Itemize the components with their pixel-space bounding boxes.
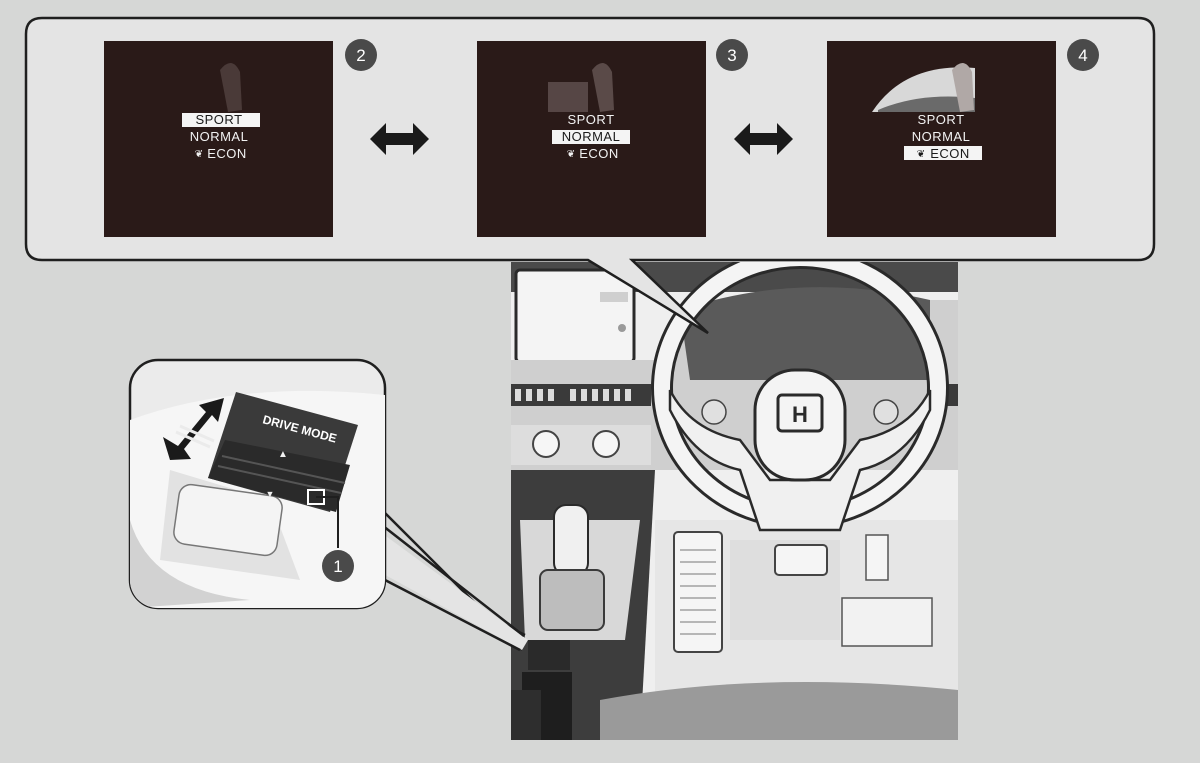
- selected-mode-highlight: [182, 113, 260, 127]
- mode-label-econ: ECON: [579, 146, 619, 161]
- mode-label-econ: ECON: [930, 146, 970, 161]
- mode-label-sport: SPORT: [195, 112, 242, 127]
- mode-screen-sport: SPORT NORMAL ECON ❦: [104, 41, 333, 237]
- up-triangle-icon: ▲: [278, 449, 288, 460]
- mode-screen-econ: SPORT NORMAL ECON ❦: [827, 41, 1056, 237]
- mode-label-sport: SPORT: [567, 112, 614, 127]
- honda-logo-mark: H: [792, 402, 808, 427]
- svg-text:4: 4: [1078, 46, 1087, 65]
- callout-4: 4: [1067, 39, 1099, 71]
- dashboard-illustration: H: [511, 262, 958, 740]
- mode-label-normal: NORMAL: [562, 129, 621, 144]
- selected-mode-highlight: [552, 130, 630, 144]
- drive-mode-switch-inset: DRIVE MODE ▲ ▼: [128, 358, 387, 610]
- mode-label-normal: NORMAL: [190, 129, 249, 144]
- callout-2: 2: [345, 39, 377, 71]
- eco-leaf-icon: ❦: [917, 149, 925, 160]
- eco-leaf-icon: ❦: [195, 149, 203, 160]
- svg-text:3: 3: [727, 46, 736, 65]
- double-arrow-icon: [370, 123, 429, 155]
- callout-1: 1: [322, 550, 354, 582]
- down-triangle-icon: ▼: [266, 489, 275, 499]
- mode-label-sport: SPORT: [917, 112, 964, 127]
- mode-screen-normal: SPORT NORMAL ECON ❦: [477, 41, 706, 237]
- mode-label-normal: NORMAL: [912, 129, 971, 144]
- toggle-direction-arrow-icon: [163, 398, 224, 460]
- double-arrow-icon: [734, 123, 793, 155]
- svg-text:2: 2: [356, 46, 365, 65]
- inset-pointer: [355, 499, 528, 652]
- selected-mode-highlight: [904, 146, 982, 160]
- mode-label-econ: ECON: [207, 146, 247, 161]
- eco-leaf-icon: ❦: [567, 149, 575, 160]
- svg-text:1: 1: [333, 557, 342, 576]
- callout-3: 3: [716, 39, 748, 71]
